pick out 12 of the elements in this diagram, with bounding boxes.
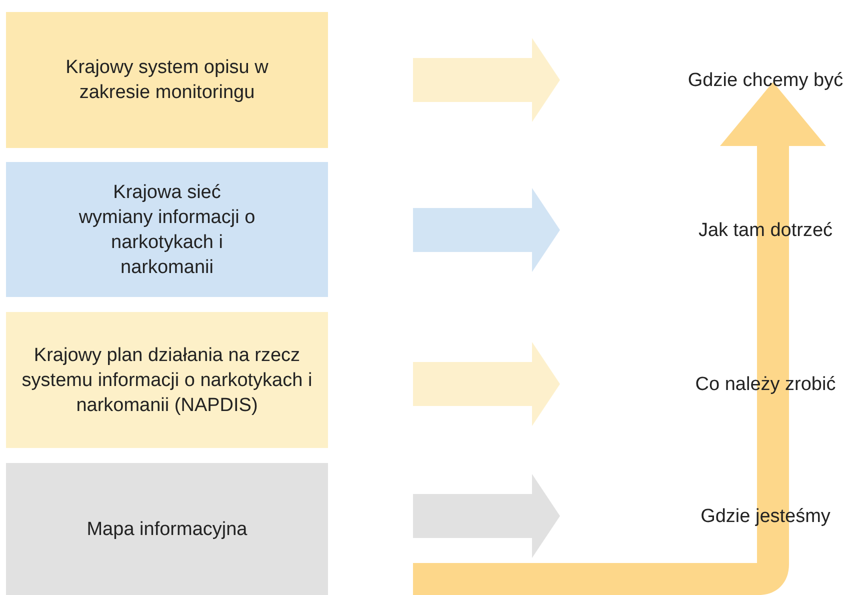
box-label: Krajowy system opisu w zakresie monitoringu xyxy=(64,56,270,105)
text-box xyxy=(6,162,328,297)
text-box xyxy=(6,12,328,148)
step-label: Gdzie chcemy być xyxy=(688,68,844,92)
box-label: Krajowa sieć wymiany informacji o narkotykach i narkomanii xyxy=(78,180,256,280)
box-label: Krajowy plan działania na rzecz systemu informacji o narkotykach i narkomanii (NAPDIS) xyxy=(20,344,314,418)
step-label: Co należy zrobić xyxy=(695,372,836,396)
step-label: Jak tam dotrzeć xyxy=(698,218,833,242)
text-box xyxy=(6,312,328,448)
box-label: Mapa informacyjna xyxy=(86,518,248,542)
text-box xyxy=(6,463,328,595)
step-label: Gdzie jesteśmy xyxy=(700,504,830,528)
